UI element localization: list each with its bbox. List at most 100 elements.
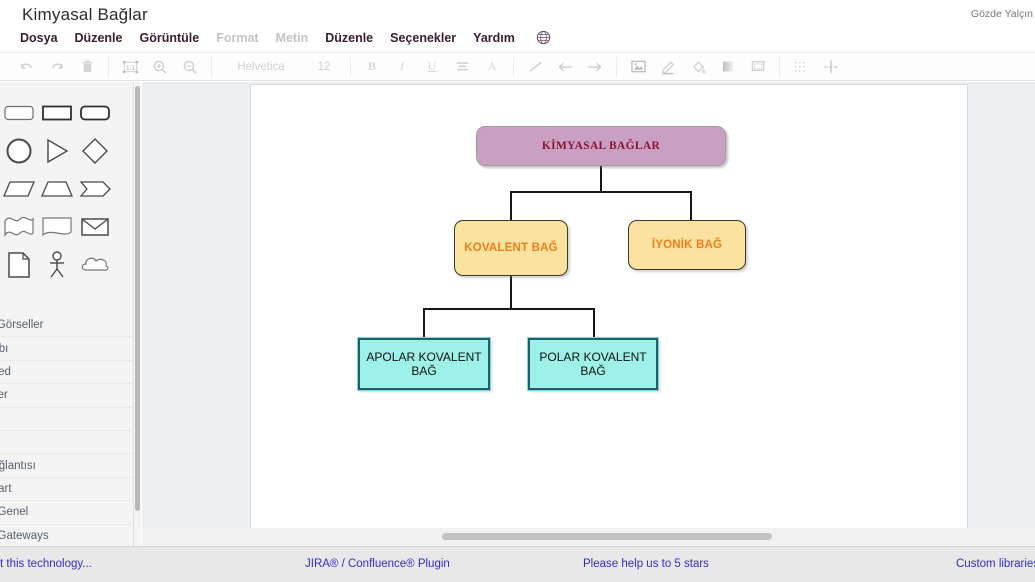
shapes-panel: & Görseller anbı nced eller bağlantısı c… xyxy=(0,82,134,546)
footer-link-rate-stars[interactable]: Please help us to 5 stars xyxy=(583,558,709,570)
canvas-area[interactable]: KİMYASAL BAĞLAR KOVALENT BAĞ İYONİK BAĞ … xyxy=(142,82,1035,546)
edge-to-iyonik xyxy=(690,191,692,220)
shadow-icon[interactable] xyxy=(715,56,741,78)
circle-shape[interactable] xyxy=(0,132,38,170)
menu-duzenle-2[interactable]: Düzenle xyxy=(325,30,374,45)
diagram-node-polar[interactable]: POLAR KOVALENT BAĞ xyxy=(527,337,659,391)
underline-button[interactable]: U xyxy=(427,59,437,73)
list-item[interactable]: bağlantısı xyxy=(0,454,133,478)
edge-to-kovalent xyxy=(510,191,512,220)
toolbar-divider xyxy=(616,56,617,77)
list-item[interactable]: N Gateways xyxy=(0,524,133,546)
footer-link-custom-libraries[interactable]: Custom libraries xyxy=(956,558,1035,570)
arrow-right-icon[interactable] xyxy=(582,56,608,78)
list-item[interactable]: anbı xyxy=(0,337,133,361)
document-shape[interactable] xyxy=(38,208,76,246)
crosshair-icon[interactable] xyxy=(818,56,844,78)
rounded-rectangle-shape[interactable] xyxy=(0,94,38,132)
canvas-hscrollbar-thumb[interactable] xyxy=(442,533,772,540)
globe-icon[interactable] xyxy=(536,30,551,45)
italic-button[interactable]: I xyxy=(400,59,404,73)
shape-icon[interactable] xyxy=(745,56,771,78)
pen-icon[interactable] xyxy=(655,56,681,78)
toolbar-zoom-group: 1:1 xyxy=(109,53,211,80)
font-family-select[interactable]: Helvetica xyxy=(237,60,285,73)
menu-secenekler[interactable]: Seçenekler xyxy=(390,30,457,45)
list-item[interactable]: N Genel xyxy=(0,501,133,525)
list-item[interactable]: & Görseller xyxy=(0,314,133,338)
shape-library-list: & Görseller anbı nced eller bağlantısı c… xyxy=(0,314,133,546)
fit-page-icon[interactable]: 1:1 xyxy=(117,56,143,78)
toolbar-grid-group xyxy=(780,53,852,80)
list-item[interactable]: eller xyxy=(0,384,133,408)
svg-text:1:1: 1:1 xyxy=(125,64,135,71)
grid-icon[interactable] xyxy=(788,56,814,78)
fill-bucket-icon[interactable] xyxy=(685,56,711,78)
rectangle-shape[interactable] xyxy=(38,94,76,132)
shape-panel-scrollbar-thumb[interactable] xyxy=(135,86,140,511)
list-item[interactable]: chart xyxy=(0,477,133,502)
zoom-out-icon[interactable] xyxy=(177,56,203,78)
user-name-label[interactable]: Gözde Yalçın xyxy=(970,8,1033,20)
edge-level1-bar xyxy=(510,191,692,193)
font-size-select[interactable]: 12 xyxy=(317,60,331,73)
arrow-left-icon[interactable] xyxy=(552,56,578,78)
edge-root-down xyxy=(600,166,602,192)
toolbar-style-group xyxy=(617,53,779,80)
diagram-node-root[interactable]: KİMYASAL BAĞLAR xyxy=(476,126,726,166)
footer-bar: t this technology... JIRA® / Confluence®… xyxy=(0,546,1035,582)
page-shape[interactable] xyxy=(0,246,38,284)
menu-duzenle[interactable]: Düzenle xyxy=(74,30,123,45)
node-label: KOVALENT BAĞ xyxy=(464,242,558,254)
delete-icon[interactable] xyxy=(74,56,100,78)
toolbar: 1:1 Helvetica 12 B I U A xyxy=(0,52,1035,81)
diagram-node-kovalent[interactable]: KOVALENT BAĞ xyxy=(454,220,568,276)
list-item[interactable] xyxy=(0,407,133,431)
wave-shape[interactable] xyxy=(0,208,38,246)
node-label: İYONİK BAĞ xyxy=(651,239,723,251)
diagram-node-apolar[interactable]: APOLAR KOVALENT BAĞ xyxy=(357,337,491,391)
parallelogram-shape[interactable] xyxy=(0,170,38,208)
toolbar-divider xyxy=(350,56,351,77)
list-item[interactable]: nced xyxy=(0,360,133,385)
edge-kovalent-down xyxy=(510,276,512,308)
line-icon[interactable] xyxy=(522,56,548,78)
toolbar-divider xyxy=(513,56,514,77)
node-label: APOLAR KOVALENT BAĞ xyxy=(366,350,482,378)
menu-dosya[interactable]: Dosya xyxy=(20,30,58,45)
list-item-label: bağlantısı xyxy=(0,459,36,472)
footer-link-jira-plugin[interactable]: JIRA® / Confluence® Plugin xyxy=(305,558,450,570)
image-icon[interactable] xyxy=(625,56,651,78)
rounded-rectangle-shape[interactable] xyxy=(76,94,114,132)
diamond-shape[interactable] xyxy=(76,132,114,170)
zoom-in-icon[interactable] xyxy=(147,56,173,78)
edge-level2-bar xyxy=(423,308,595,310)
menu-goruntule[interactable]: Görüntüle xyxy=(139,30,200,45)
app-header: Kimyasal Bağlar Gözde Yalçın Dosya Düzen… xyxy=(0,0,1035,52)
diagram-node-iyonik[interactable]: İYONİK BAĞ xyxy=(628,220,746,270)
triangle-shape[interactable] xyxy=(38,132,76,170)
align-icon[interactable] xyxy=(449,56,475,78)
menu-yardim[interactable]: Yardım xyxy=(473,30,515,45)
list-item-label: eller xyxy=(0,389,8,402)
actor-shape[interactable] xyxy=(38,246,76,284)
footer-link-technology[interactable]: t this technology... xyxy=(0,558,92,570)
cloud-shape[interactable] xyxy=(76,246,114,284)
trapezoid-shape[interactable] xyxy=(38,170,76,208)
redo-icon[interactable] xyxy=(44,56,70,78)
diagram: KİMYASAL BAĞLAR KOVALENT BAĞ İYONİK BAĞ … xyxy=(142,82,1035,546)
document-title[interactable]: Kimyasal Bağlar xyxy=(22,5,148,24)
list-item-label: N Gateways xyxy=(0,529,49,542)
envelope-shape[interactable] xyxy=(76,208,114,246)
arrow-pentagon-shape[interactable] xyxy=(76,170,114,208)
list-item-label: chart xyxy=(0,482,12,495)
toolbar-connector-group xyxy=(514,53,616,80)
menu-bar: Dosya Düzenle Görüntüle Format Metin Düz… xyxy=(20,30,551,45)
list-item[interactable] xyxy=(0,430,133,455)
undo-icon[interactable] xyxy=(14,56,40,78)
bold-button[interactable]: B xyxy=(367,59,376,73)
font-color-icon[interactable]: A xyxy=(487,59,497,73)
node-label: POLAR KOVALENT BAĞ xyxy=(539,350,647,378)
list-item-label: & Görseller xyxy=(0,319,44,332)
